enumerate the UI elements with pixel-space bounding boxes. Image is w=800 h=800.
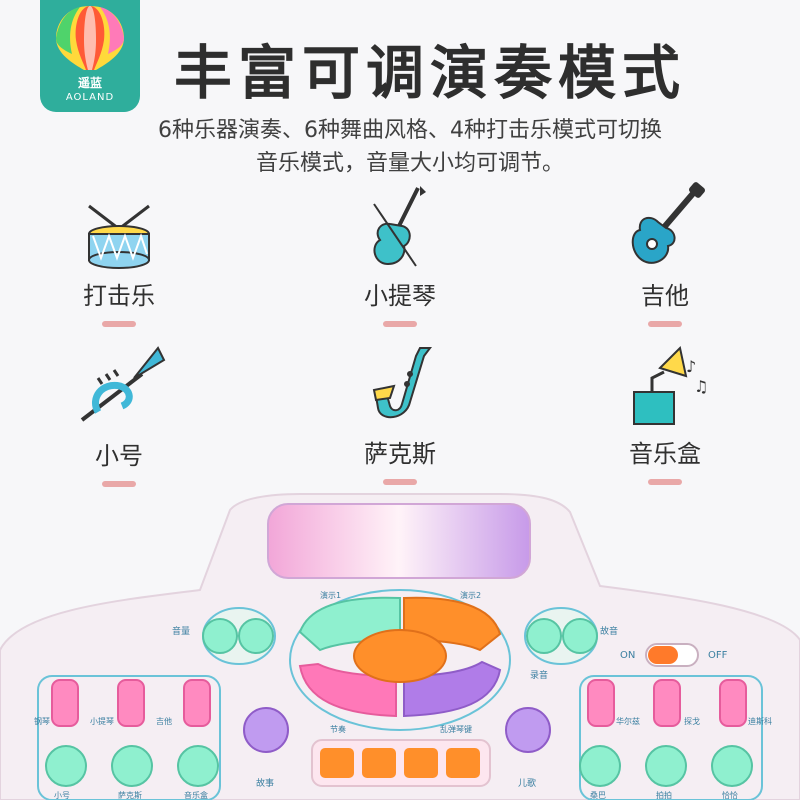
- underline-bar: [648, 321, 682, 327]
- guitar-label: 吉他: [156, 716, 172, 726]
- volume-down-button[interactable]: [202, 618, 238, 654]
- center-button[interactable]: [353, 629, 447, 683]
- instrument-label: 打击乐: [83, 282, 155, 310]
- saxophone-icon: [372, 347, 432, 418]
- instrument-violin: 小提琴: [325, 184, 475, 327]
- instrument-label: 音乐盒: [629, 440, 701, 468]
- page-title: 丰富可调演奏模式: [173, 39, 686, 107]
- instrument-music-box: ♪ ♫ 音乐盒: [590, 342, 740, 485]
- percussion-key-4[interactable]: [446, 748, 480, 778]
- dial-ring: [289, 589, 511, 731]
- underline-bar: [102, 321, 136, 327]
- play1-label: 演示1: [320, 590, 341, 600]
- svg-text:♪: ♪: [686, 357, 696, 376]
- trumpet-button[interactable]: [45, 745, 87, 787]
- right-key-frame: [579, 675, 763, 800]
- trumpet-label: 小号: [54, 791, 70, 800]
- instrument-label: 萨克斯: [364, 440, 436, 468]
- random-keys-label: 乱弹琴键: [440, 724, 472, 734]
- music-box-button[interactable]: [177, 745, 219, 787]
- brand-name-cn: 遥蓝: [77, 76, 102, 90]
- instrument-percussion: 打击乐: [44, 202, 194, 327]
- record-next-button[interactable]: [562, 618, 598, 654]
- volume-up-button[interactable]: [238, 618, 274, 654]
- svg-text:♫: ♫: [694, 377, 708, 396]
- percussion-key-2[interactable]: [362, 748, 396, 778]
- story-button[interactable]: [243, 707, 289, 753]
- instrument-label: 吉他: [641, 282, 689, 310]
- balloon-logo-icon: [56, 6, 124, 70]
- samba-button[interactable]: [579, 745, 621, 787]
- percussion-key-3[interactable]: [404, 748, 438, 778]
- underline-bar: [383, 321, 417, 327]
- play2-label: 演示2: [460, 590, 481, 600]
- chacha-button[interactable]: [711, 745, 753, 787]
- underline-bar: [648, 479, 682, 485]
- playback-label: 故音: [600, 625, 618, 637]
- saxophone-label: 萨克斯: [118, 790, 142, 800]
- left-key-frame: [37, 675, 221, 800]
- music-box-icon: ♪ ♫: [633, 345, 708, 425]
- disco-key[interactable]: [719, 679, 747, 727]
- underline-bar: [383, 479, 417, 485]
- subtitle-line-2: 音乐模式，音量大小均可调节。: [255, 151, 564, 176]
- guitar-key[interactable]: [183, 679, 211, 727]
- subtitle-line-1: 6种乐器演奏、6种舞曲风格、4种打击乐模式可切换: [158, 118, 662, 143]
- volume-label-left: 音量: [172, 625, 190, 637]
- light-bar: [267, 503, 531, 579]
- record-prev-button[interactable]: [526, 618, 562, 654]
- percussion-key-1[interactable]: [320, 748, 354, 778]
- instrument-guitar: 吉他: [590, 182, 740, 327]
- subtitle: 6种乐器演奏、6种舞曲风格、4种打击乐模式可切换 音乐模式，音量大小均可调节。: [80, 114, 740, 180]
- clap-label: 拍拍: [656, 790, 672, 800]
- song-button[interactable]: [505, 707, 551, 753]
- music-box-label: 音乐盒: [184, 790, 208, 800]
- chacha-label: 恰恰: [722, 790, 738, 800]
- violin-icon: [373, 186, 426, 267]
- piano-key[interactable]: [51, 679, 79, 727]
- guitar-icon: [631, 182, 705, 264]
- violin-key[interactable]: [117, 679, 145, 727]
- tango-label: 探戈: [684, 716, 700, 726]
- trumpet-icon: [80, 346, 166, 422]
- saxophone-button[interactable]: [111, 745, 153, 787]
- drum-icon: [88, 204, 150, 269]
- brand-logo: 遥蓝 AOLAND: [40, 0, 140, 112]
- clap-button[interactable]: [645, 745, 687, 787]
- samba-label: 桑巴: [590, 790, 606, 800]
- orange-key-frame: [311, 739, 491, 787]
- instrument-label: 小提琴: [364, 282, 436, 310]
- waltz-key[interactable]: [587, 679, 615, 727]
- instrument-saxophone: 萨克斯: [325, 342, 475, 485]
- disco-label: 迪斯科: [748, 716, 772, 726]
- waltz-label: 华尔兹: [616, 716, 640, 726]
- power-switch-knob: [648, 646, 678, 664]
- story-label: 故事: [256, 777, 274, 789]
- record-label: 录音: [530, 669, 548, 681]
- instrument-trumpet: 小号: [44, 344, 194, 487]
- instrument-label: 小号: [95, 442, 143, 470]
- rhythm-label: 节奏: [330, 724, 346, 734]
- off-label: OFF: [708, 650, 728, 661]
- song-label: 儿歌: [518, 777, 536, 789]
- brand-name-en: AOLAND: [65, 92, 115, 103]
- tango-key[interactable]: [653, 679, 681, 727]
- underline-bar: [102, 481, 136, 487]
- piano-label: 钢琴: [34, 716, 50, 726]
- on-label: ON: [620, 650, 635, 661]
- violin-label: 小提琴: [90, 716, 114, 726]
